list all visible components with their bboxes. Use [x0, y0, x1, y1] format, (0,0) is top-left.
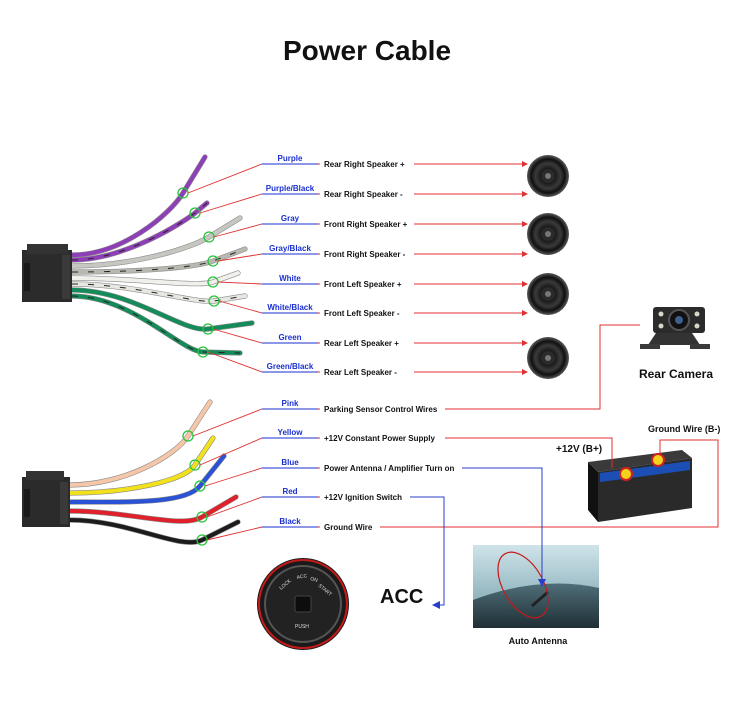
arrow-head [522, 340, 528, 346]
wire-function-label: Front Right Speaker - [324, 250, 406, 259]
wire-color-label: Gray [281, 214, 300, 223]
wire-8 [70, 294, 242, 355]
bottom-wire-bundle [67, 399, 241, 545]
wire-function-label: Power Antenna / Amplifier Turn on [324, 464, 454, 473]
battery-ground-lead [380, 439, 719, 528]
wire-function-label: +12V Constant Power Supply [324, 434, 435, 443]
speaker-rear-left [527, 337, 569, 379]
bottom-connector [22, 471, 70, 527]
arrow-head [522, 281, 528, 287]
wire-color-label: Blue [281, 458, 299, 467]
speaker-front-right [527, 213, 569, 255]
speaker-front-left [527, 273, 569, 315]
wire-color-label: White [279, 274, 301, 283]
arrow-head [522, 191, 528, 197]
wire-color-label: Gray/Black [269, 244, 311, 253]
battery-label: +12V (B+) [556, 444, 602, 455]
wire-1 [70, 155, 207, 257]
arrow-head [522, 310, 528, 316]
ignition-switch-icon: LOCK ACC ON START PUSH [257, 558, 349, 650]
wire-6 [70, 282, 247, 304]
wire-function-label: Rear Right Speaker - [324, 190, 403, 199]
arrow-head [522, 161, 528, 167]
wire-function-label: +12V Ignition Switch [324, 493, 402, 502]
speaker-rear-right [527, 155, 569, 197]
rear-camera-icon [640, 307, 710, 349]
battery-positive-lead [445, 437, 613, 468]
top-wire-bundle [69, 154, 255, 356]
wire-3 [70, 216, 242, 268]
antenna-lead [462, 467, 543, 583]
wire-4 [68, 495, 238, 524]
wire-3 [68, 454, 226, 505]
top-connector [22, 244, 72, 302]
wire-color-label: Pink [282, 399, 299, 408]
wire-4 [70, 247, 247, 274]
ignition-push-text: PUSH [295, 624, 309, 630]
wire-stripe [71, 202, 208, 261]
wire-color-label: White/Black [267, 303, 313, 312]
wire-color-label: Black [279, 517, 301, 526]
wire-1 [68, 400, 212, 487]
wire-function-label: Front Left Speaker - [324, 309, 400, 318]
wire-outline [67, 453, 227, 505]
auto-antenna-label: Auto Antenna [509, 636, 569, 646]
wire-color-label: Green/Black [267, 362, 314, 371]
wire-function-label: Front Left Speaker + [324, 280, 402, 289]
wire-function-label: Front Right Speaker + [324, 220, 408, 229]
leader-line [199, 193, 320, 214]
acc-label: ACC [380, 586, 423, 608]
wire-color-label: Purple/Black [266, 184, 315, 193]
leader-line [204, 467, 320, 487]
wire-5 [68, 518, 240, 545]
wire-7 [70, 288, 254, 332]
arrow-head [522, 221, 528, 227]
rear-camera-label: Rear Camera [639, 367, 713, 381]
wire-function-label: Rear Left Speaker - [324, 368, 397, 377]
wire-function-label: Rear Left Speaker + [324, 339, 399, 348]
wire-2 [68, 436, 215, 495]
diagram-title: Power Cable [283, 35, 451, 66]
ignition-on-text: ON [309, 576, 318, 584]
arrow-head [522, 369, 528, 375]
camera-lead [445, 324, 640, 410]
wire-color-label: Green [278, 333, 301, 342]
wire-function-label: Rear Right Speaker + [324, 160, 405, 169]
wire-color-label: Red [282, 487, 297, 496]
ignition-acc-text: ACC [296, 573, 308, 581]
wire-function-label: Parking Sensor Control Wires [324, 405, 438, 414]
wire-outline [69, 154, 208, 258]
wire-function-label: Ground Wire [324, 523, 373, 532]
wire-color-label: Yellow [278, 428, 304, 437]
ground-wire-label: Ground Wire (B-) [648, 424, 720, 434]
wire-5 [70, 271, 240, 286]
external-leads [380, 324, 719, 609]
wire-color-label: Purple [278, 154, 303, 163]
battery-icon [588, 450, 692, 522]
leader-line [212, 328, 320, 344]
auto-antenna-photo [473, 545, 599, 628]
arrow-head [522, 251, 528, 257]
